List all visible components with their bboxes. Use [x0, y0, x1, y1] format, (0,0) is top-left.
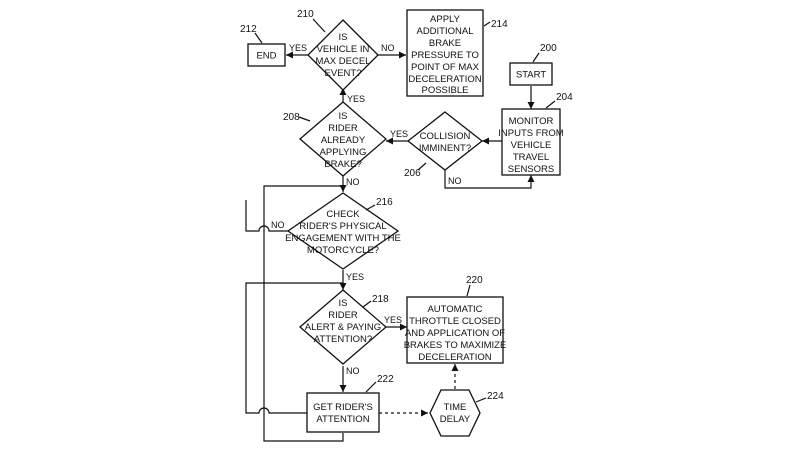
- label-no-210: NO: [381, 43, 395, 53]
- node-label: POINT OF MAX: [411, 62, 480, 73]
- edge-222-loop-to-218: [245, 282, 343, 414]
- node-label: BRAKE: [429, 38, 461, 49]
- node-rider-applying-brake: IS RIDER ALREADY APPLYING BRAKE?: [299, 101, 387, 177]
- node-monitor-inputs: MONITOR INPUTS FROM VEHICLE TRAVEL SENSO…: [498, 108, 564, 176]
- node-get-riders-attention: GET RIDER'S ATTENTION: [306, 392, 380, 433]
- label-no-208: NO: [346, 177, 360, 187]
- node-label: DECELERATION: [408, 74, 481, 85]
- node-label: ALERT & PAYING: [305, 322, 381, 333]
- node-label: IS: [339, 111, 348, 122]
- node-end: END: [247, 43, 286, 67]
- node-label: EVENT?: [325, 68, 362, 79]
- label-yes-216: YES: [346, 272, 364, 282]
- label-no-216: NO: [271, 220, 285, 230]
- node-label: CHECK: [326, 209, 360, 220]
- ref-200: 200: [540, 43, 557, 54]
- node-label: IS: [339, 32, 348, 43]
- edge-labels: YES NO YES YES NO NO NO YES YES NO: [271, 43, 462, 376]
- ref-218: 218: [372, 294, 389, 305]
- ref-222: 222: [377, 374, 394, 385]
- node-label: BRAKES TO MAXIMIZE: [404, 340, 507, 351]
- node-label: SENSORS: [508, 164, 554, 175]
- node-label: TIME: [444, 402, 467, 413]
- node-check-physical-engagement: CHECK RIDER'S PHYSICAL ENGAGEMENT WITH T…: [285, 192, 401, 270]
- node-time-delay: TIME DELAY: [429, 389, 481, 437]
- node-automatic-throttle: AUTOMATIC THROTTLE CLOSED AND APPLICATIO…: [404, 296, 507, 364]
- ref-204: 204: [556, 92, 573, 103]
- node-label: ATTENTION?: [314, 334, 372, 345]
- node-label: DELAY: [440, 414, 471, 425]
- node-label: VEHICLE IN: [317, 44, 370, 55]
- node-label: ALREADY: [321, 135, 366, 146]
- label-no-218: NO: [346, 366, 360, 376]
- node-label: POSSIBLE: [422, 85, 469, 96]
- label-yes-210: YES: [289, 43, 307, 53]
- node-label: RIDER'S PHYSICAL: [299, 221, 386, 232]
- node-label: GET RIDER'S: [313, 402, 373, 413]
- node-rider-alert: IS RIDER ALERT & PAYING ATTENTION?: [299, 289, 387, 365]
- ref-206: 206: [404, 168, 421, 179]
- node-start: START: [509, 62, 553, 86]
- node-label: IS: [339, 298, 348, 309]
- node-label: IMMINENT?: [419, 143, 471, 154]
- edge-collision-no-to-monitor: [444, 170, 535, 189]
- label-yes-218: YES: [384, 315, 402, 325]
- ref-210: 210: [297, 9, 314, 20]
- node-label: MAX DECEL: [316, 56, 371, 67]
- node-label: AND APPLICATION OF: [405, 328, 505, 339]
- node-label: THROTTLE CLOSED: [409, 316, 501, 327]
- ref-220: 220: [466, 275, 483, 286]
- label-yes-206: YES: [390, 129, 408, 139]
- node-label: MONITOR: [509, 116, 554, 127]
- node-label: APPLY: [430, 14, 461, 25]
- edge-222-loop-to-216: [263, 185, 344, 442]
- node-label: END: [256, 51, 276, 62]
- node-label: ADDITIONAL: [416, 26, 473, 37]
- node-label: MOTORCYCLE?: [307, 245, 379, 256]
- node-max-decel-event: IS VEHICLE IN MAX DECEL EVENT?: [307, 19, 379, 91]
- node-label: RIDER: [328, 310, 358, 321]
- node-label: RIDER: [328, 123, 358, 134]
- node-label: ENGAGEMENT WITH THE: [285, 233, 401, 244]
- ref-212: 212: [240, 24, 257, 35]
- node-label: AUTOMATIC: [427, 304, 482, 315]
- node-label: APPLYING: [320, 147, 367, 158]
- node-label: COLLISION: [420, 131, 471, 142]
- node-label: START: [516, 70, 546, 81]
- node-label: DECELERATION: [418, 352, 491, 363]
- label-no-206: NO: [448, 176, 462, 186]
- node-label: INPUTS FROM: [498, 128, 564, 139]
- node-label: PRESSURE TO: [411, 50, 479, 61]
- node-collision-imminent: COLLISION IMMINENT?: [406, 111, 484, 171]
- ref-208: 208: [283, 112, 300, 123]
- ref-214: 214: [491, 19, 508, 30]
- node-apply-additional-brake: APPLY ADDITIONAL BRAKE PRESSURE TO POINT…: [406, 9, 484, 97]
- label-yes-208: YES: [347, 94, 365, 104]
- node-label: VEHICLE: [511, 140, 552, 151]
- connectors: [245, 51, 535, 442]
- node-label: TRAVEL: [513, 152, 549, 163]
- edge-216-no-loop: [245, 200, 290, 232]
- node-label: ATTENTION: [316, 414, 369, 425]
- ref-216: 216: [376, 197, 393, 208]
- ref-224: 224: [487, 391, 504, 402]
- node-label: BRAKE?: [324, 159, 362, 170]
